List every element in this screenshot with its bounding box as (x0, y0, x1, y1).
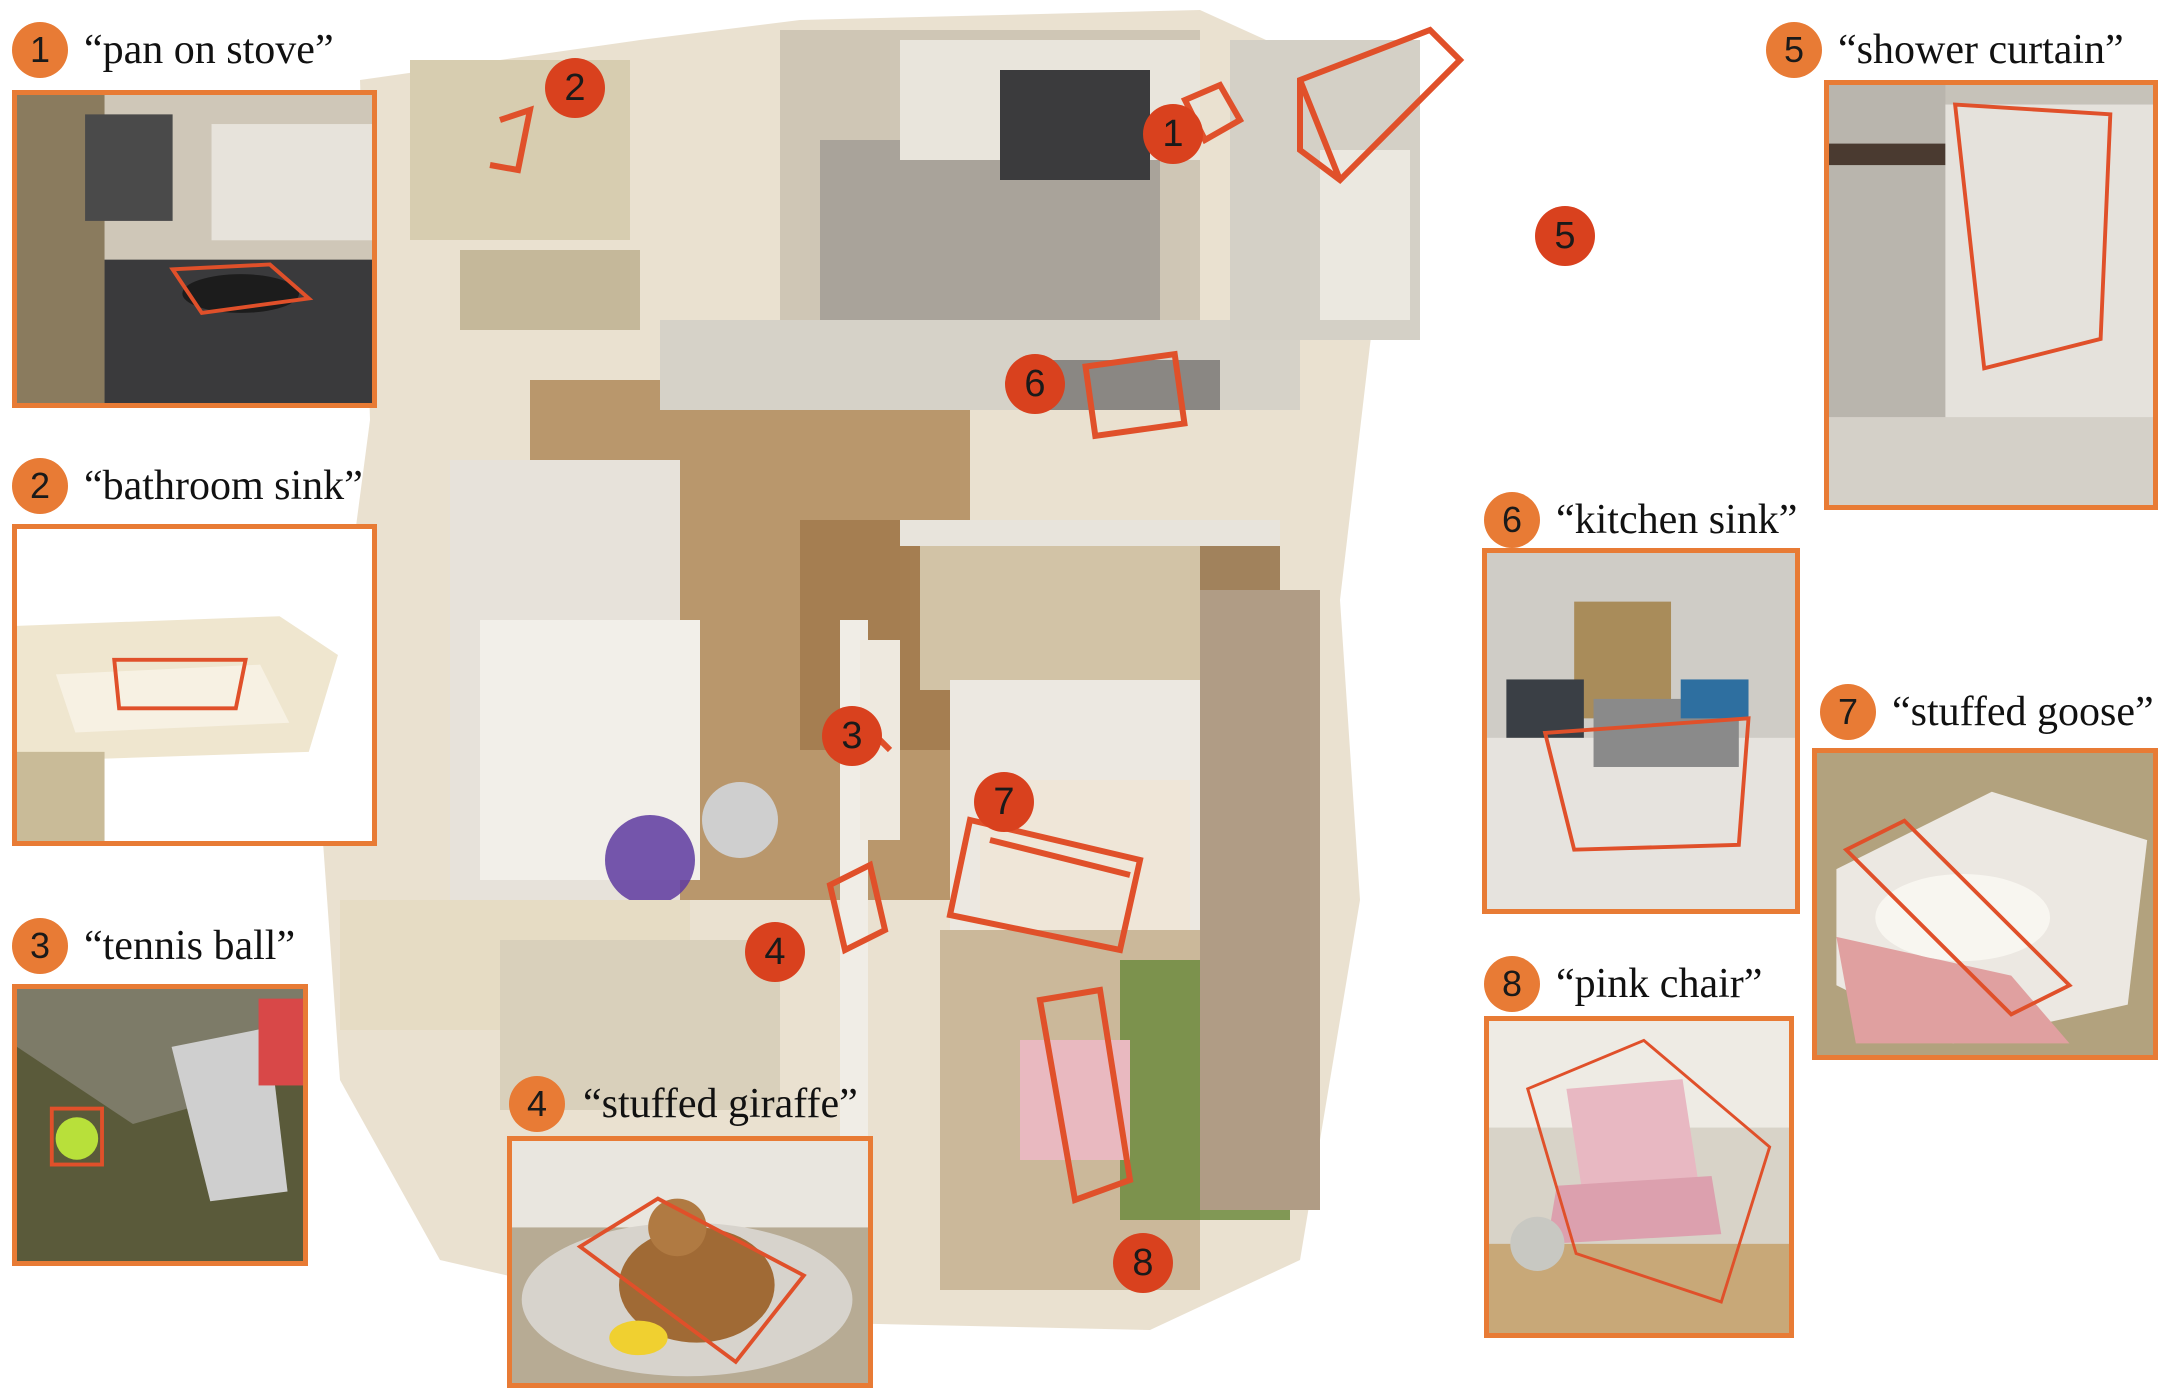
callout-7-inset (1812, 748, 2158, 1060)
callout-6-inset (1482, 548, 1800, 914)
callout-2-badge: 2 (12, 458, 68, 514)
callout-5-badge: 5 (1766, 22, 1822, 78)
callout-5-inset (1824, 80, 2158, 510)
callout-3-inset (12, 984, 308, 1266)
callout-4-badge: 4 (509, 1076, 565, 1132)
callout-6-badge: 6 (1484, 492, 1540, 548)
callout-1-inset (12, 90, 377, 408)
callout-4-inset (507, 1136, 873, 1388)
callout-3-label: “tennis ball” (84, 923, 296, 969)
map-marker-2: 2 (545, 58, 605, 118)
callout-5-label: “shower curtain” (1838, 27, 2124, 73)
callout-6-label: “kitchen sink” (1556, 497, 1798, 543)
map-marker-6: 6 (1005, 354, 1065, 414)
map-marker-8: 8 (1113, 1233, 1173, 1293)
callout-2-inset (12, 524, 377, 846)
map-marker-4: 4 (745, 922, 805, 982)
map-marker-3: 3 (822, 706, 882, 766)
apartment-reconstruction (300, 0, 1490, 1396)
callout-8-label: “pink chair” (1556, 961, 1763, 1007)
callout-1-label: “pan on stove” (84, 27, 334, 73)
map-marker-5: 5 (1535, 206, 1595, 266)
map-marker-1: 1 (1143, 104, 1203, 164)
callout-4-label: “stuffed giraffe” (583, 1081, 858, 1127)
callout-7-badge: 7 (1820, 684, 1876, 740)
callout-7-label: “stuffed goose” (1892, 689, 2154, 735)
callout-1-badge: 1 (12, 22, 68, 78)
map-marker-7: 7 (974, 772, 1034, 832)
callout-8-badge: 8 (1484, 956, 1540, 1012)
callout-2-label: “bathroom sink” (84, 463, 363, 509)
callout-8-inset (1484, 1016, 1794, 1338)
callout-3-badge: 3 (12, 918, 68, 974)
